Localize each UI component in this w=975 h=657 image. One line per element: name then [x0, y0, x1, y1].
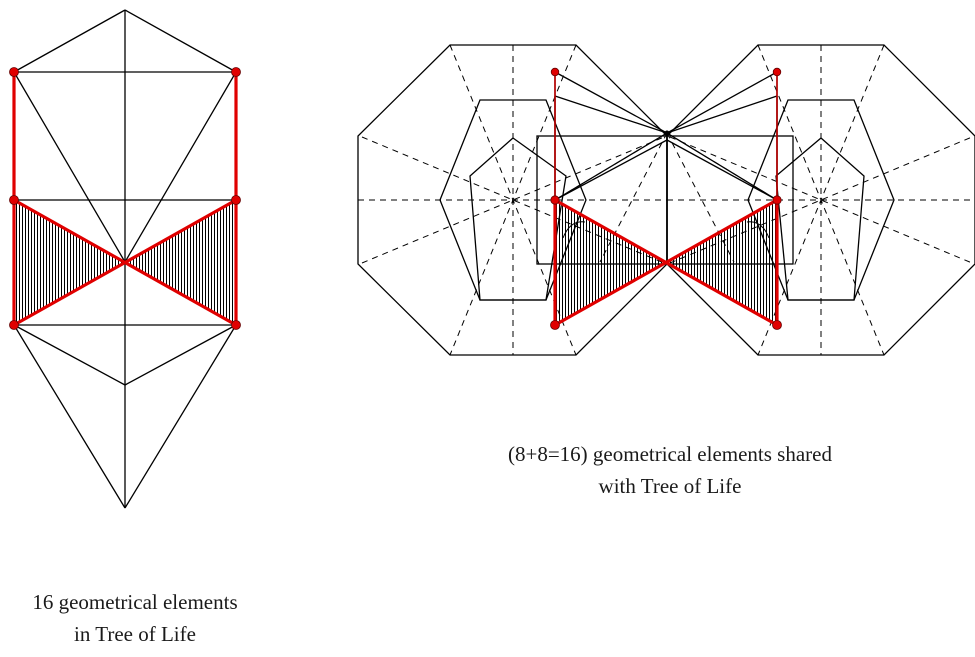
shared-dots	[550, 67, 782, 330]
left-caption-line-1: 16 geometrical elements	[32, 590, 238, 614]
center-right-hatched-triangle	[667, 200, 777, 325]
tree-sephiroth-dots	[9, 67, 241, 330]
right-caption-line-1: (8+8=16) geometrical elements shared	[508, 442, 832, 466]
left-pentagon	[469, 137, 567, 301]
left-caption-line-2: in Tree of Life	[74, 622, 196, 646]
right-caption: (8+8=16) geometrical elements shared wit…	[430, 438, 910, 502]
right-caption-line-2: with Tree of Life	[598, 474, 742, 498]
right-pentagon	[775, 137, 865, 301]
left-hatched-triangle	[14, 200, 125, 325]
center-left-hatched-triangle	[555, 200, 667, 325]
left-outer-octagon	[357, 44, 668, 356]
polygon-pair-figure	[357, 44, 975, 356]
solid-polygons	[357, 44, 975, 356]
right-hatched-triangle	[125, 200, 236, 325]
shared-red-thin-paths	[554, 72, 778, 200]
shared-red-paths	[553, 198, 779, 327]
left-caption: 16 geometrical elements in Tree of Life	[0, 586, 290, 650]
tree-of-life-figure	[9, 9, 241, 509]
angle-arcs	[562, 221, 770, 239]
tree-lines	[13, 9, 237, 509]
apex-dot	[664, 130, 670, 136]
